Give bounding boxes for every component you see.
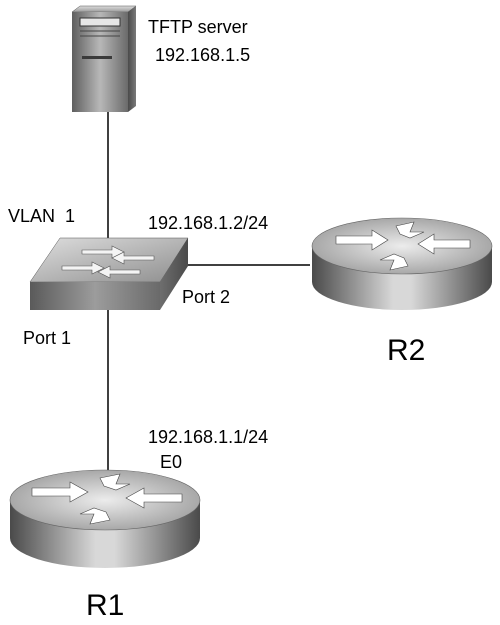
r1-interface-label: E0 [160,452,182,472]
router-r1-icon [9,469,201,568]
server-icon [71,5,137,112]
port2-label: Port 2 [182,287,230,307]
port1-label: Port 1 [23,328,71,348]
server-name-label: TFTP server [148,17,248,37]
r2-ip-label: 192.168.1.2/24 [148,213,268,233]
r1-name-label: R1 [86,589,124,622]
r1-ip-label: 192.168.1.1/24 [148,427,268,447]
server-ip-label: 192.168.1.5 [155,45,250,65]
router-r2-icon [311,217,493,310]
switch-icon [29,237,189,310]
vlan-label: VLAN 1 [8,206,75,226]
r2-name-label: R2 [387,334,425,367]
